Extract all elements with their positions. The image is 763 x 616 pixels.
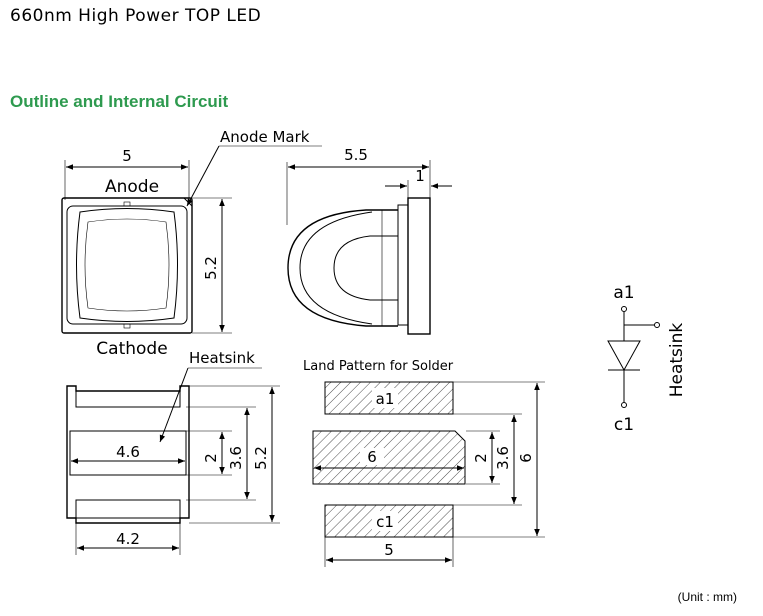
land-pattern-title: Land Pattern for Solder	[303, 359, 454, 374]
top-view: 5 Anode 5.2 Cathode Anode Mark	[61, 128, 322, 359]
circuit-heatsink-label: Heatsink	[667, 323, 687, 398]
heatsink-label: Heatsink	[189, 349, 255, 367]
top-height-dim: 5.2	[202, 256, 220, 280]
bottom-view: Heatsink 4.6 2 3.6 5.2 4.2	[66, 349, 280, 555]
land-center-width-dim: 6	[367, 448, 377, 466]
side-view: 5.5 1	[286, 146, 452, 335]
unit-note: (Unit : mm)	[677, 590, 737, 604]
diode-icon	[607, 340, 641, 372]
land-pad-a1: a1	[376, 390, 395, 408]
anode-label: Anode	[105, 177, 159, 197]
land-pad-c1: c1	[376, 513, 394, 531]
bottom-total-height-dim: 5.2	[252, 446, 270, 470]
internal-circuit: a1 c1 Heatsink	[607, 283, 687, 435]
bottom-width-dim: 4.2	[116, 530, 140, 548]
bottom-inner-height-dim: 3.6	[227, 446, 245, 470]
cathode-label: Cathode	[96, 339, 167, 359]
bottom-pad-width-dim: 4.6	[116, 443, 140, 461]
land-center-height-dim: 2	[472, 453, 490, 463]
circuit-cathode-label: c1	[614, 415, 634, 435]
land-total-dim: 6	[517, 453, 535, 463]
side-length-dim: 5.5	[344, 146, 368, 164]
side-thickness-dim: 1	[415, 167, 425, 185]
page-title: 660nm High Power TOP LED	[10, 6, 262, 26]
land-bottom-dim: 5	[384, 541, 394, 559]
land-pattern: Land Pattern for Solder a1 6 c1 2 3.6 6 …	[303, 359, 545, 567]
top-width-dim: 5	[122, 147, 132, 165]
section-title: Outline and Internal Circuit	[10, 92, 229, 111]
land-inner-dim: 3.6	[494, 446, 512, 470]
bottom-pad-height-dim: 2	[202, 453, 220, 463]
circuit-anode-label: a1	[613, 283, 634, 303]
anode-mark-label: Anode Mark	[220, 128, 310, 146]
